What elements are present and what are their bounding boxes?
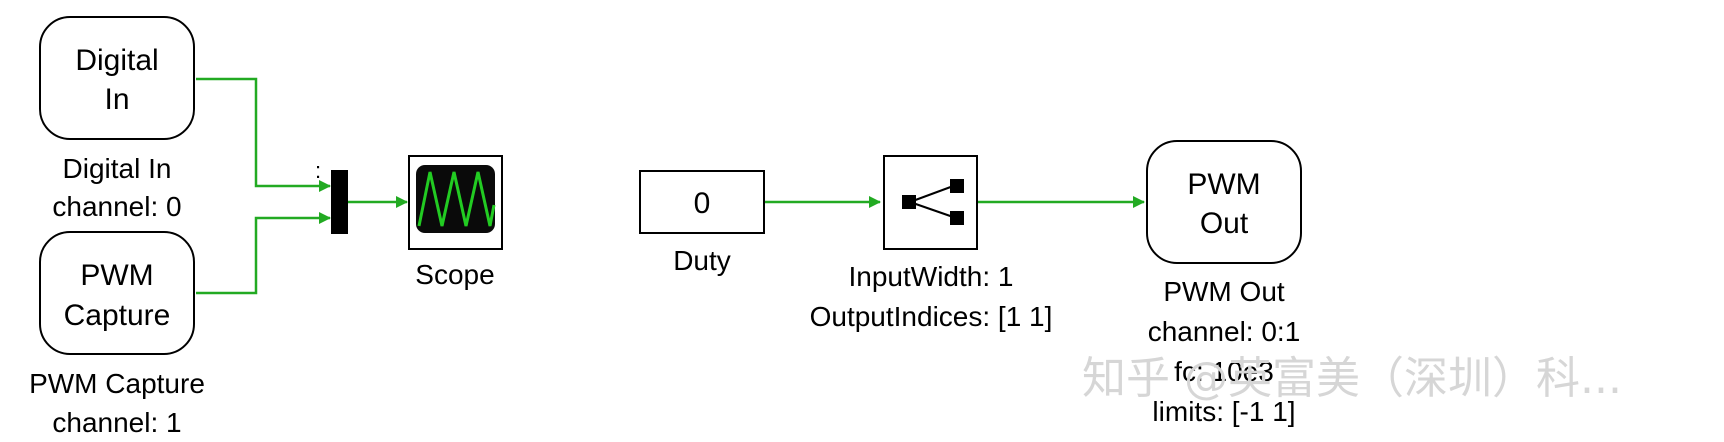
pwm-capture-caption-line1: PWM Capture: [29, 368, 205, 399]
selector-caption-line1: InputWidth: 1: [849, 261, 1014, 292]
selector-icon: [902, 179, 964, 225]
pwm-out-caption-line1: PWM Out: [1163, 276, 1285, 307]
pwm-out-name-line1: PWM: [1187, 168, 1260, 201]
pwm-out-caption-line2: channel: 0:1: [1148, 316, 1301, 347]
wires: [196, 77, 1145, 295]
wire-digital-in-to-mux[interactable]: [196, 77, 331, 192]
digital-in-name-line2: In: [104, 83, 129, 116]
pwm-out-caption-line4: limits: [-1 1]: [1152, 396, 1295, 427]
scope-block[interactable]: [408, 155, 503, 250]
selector-caption-line2: OutputIndices: [1 1]: [810, 301, 1053, 332]
digital-in-block[interactable]: Digital In: [39, 16, 195, 140]
digital-in-caption-line2: channel: 0: [52, 191, 181, 222]
pwm-capture-caption-line2: channel: 1: [52, 407, 181, 438]
duty-block[interactable]: 0: [639, 170, 765, 234]
pwm-out-block[interactable]: PWM Out: [1146, 140, 1302, 264]
pwm-capture-name-line2: Capture: [64, 299, 171, 332]
digital-in-caption-line1: Digital In: [63, 153, 172, 184]
scope-trace-icon: [417, 171, 496, 227]
pwm-capture-name-line1: PWM: [80, 259, 153, 292]
pwm-out-name-line2: Out: [1200, 207, 1249, 240]
selector-block[interactable]: [883, 155, 978, 250]
watermark: 知乎 @英富美（深圳）科...: [1082, 353, 1622, 404]
pwm-out-caption-line3: fc: 10e3: [1174, 356, 1274, 387]
pwm-capture-block[interactable]: PWM Capture: [39, 231, 195, 355]
duty-value: 0: [694, 187, 711, 220]
mux-block[interactable]: :: [315, 158, 348, 234]
scope-caption: Scope: [415, 259, 494, 290]
digital-in-name-line1: Digital: [75, 44, 158, 77]
wire-pwm-capture-to-mux[interactable]: [196, 212, 331, 295]
mux-marker: :: [315, 158, 321, 183]
duty-caption: Duty: [673, 245, 731, 276]
